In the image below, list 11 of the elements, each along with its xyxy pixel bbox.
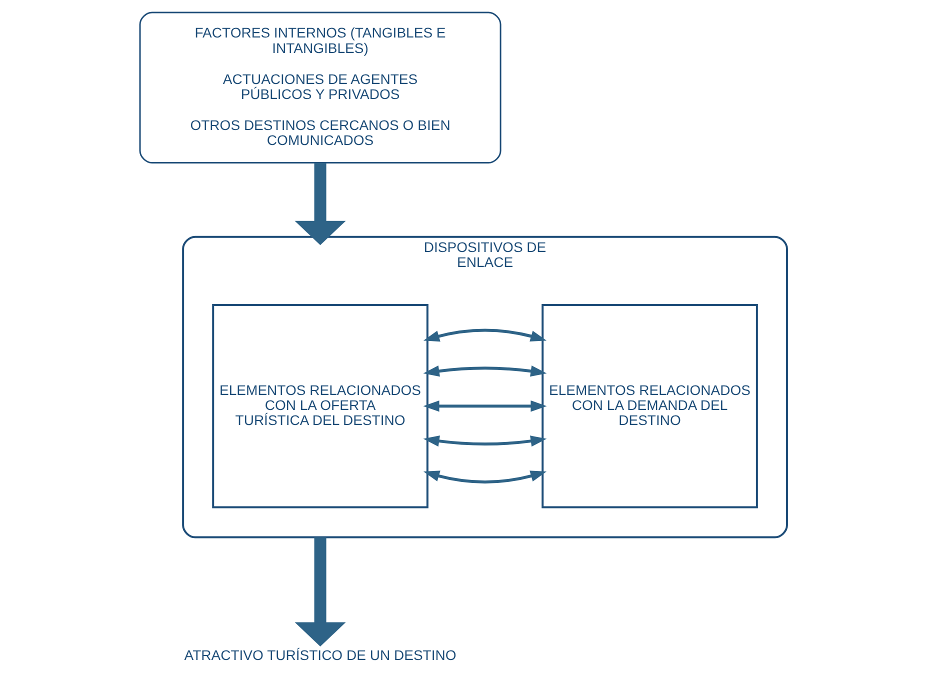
arrow: [422, 436, 546, 447]
node-box: ELEMENTOS RELACIONADOS CON LA DEMANDA DEL DESTINO: [541, 304, 758, 508]
arrow: [294, 537, 346, 647]
node-text: ATRACTIVO TURÍSTICO DE UN DESTINO: [184, 647, 456, 664]
arrow: [422, 366, 546, 377]
node-box: FACTORES INTERNOS (TANGIBLES E INTANGIBLES) ACTUACIONES DE AGENTES PÚBLICOS Y PRIVADOS OTROS DESTINOS CERCANOS O BIEN COMUNICADOS: [138, 12, 501, 164]
arrow: [294, 162, 346, 246]
arrow: [422, 470, 546, 484]
arrow: [422, 400, 546, 412]
node-box: ELEMENTOS RELACIONADOS CON LA OFERTA TURÍSTICA DEL DESTINO: [212, 304, 428, 508]
arrow: [422, 328, 546, 342]
